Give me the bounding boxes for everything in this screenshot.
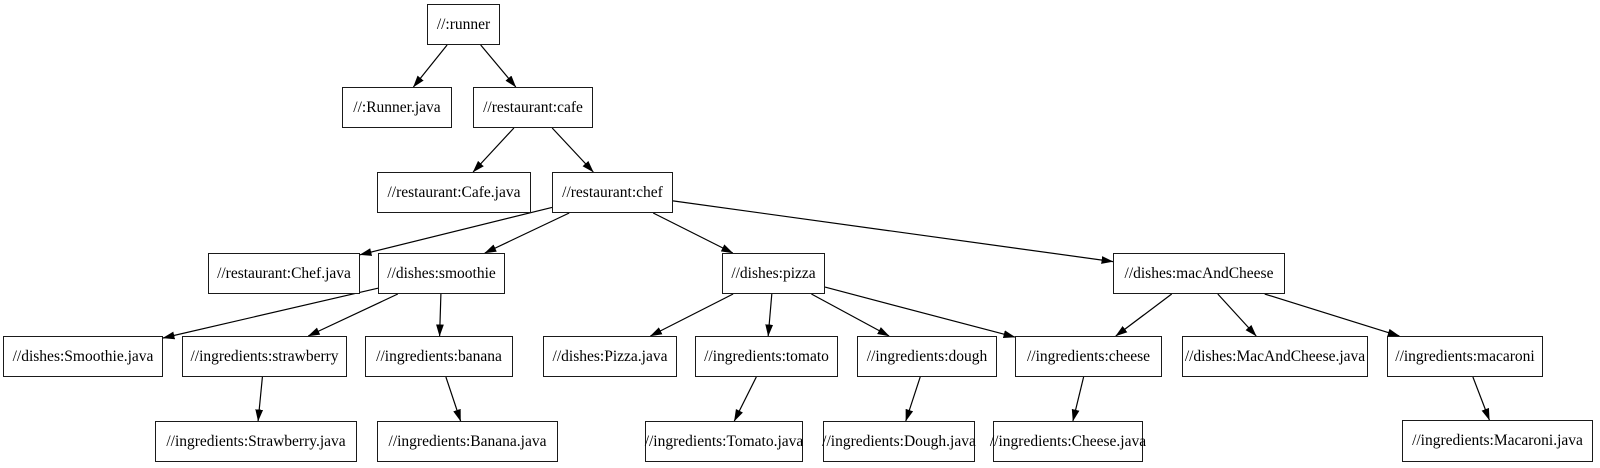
- edge-macaroni-to-macaroni_java: [1472, 376, 1490, 421]
- graph-node-tomato: //ingredients:tomato: [695, 336, 838, 377]
- graph-node-runner_java: //:Runner.java: [342, 87, 452, 128]
- graph-node-smoothie: //dishes:smoothie: [378, 253, 505, 294]
- edge-dough-to-dough_java: [905, 376, 921, 422]
- graph-node-label: //ingredients:Strawberry.java: [166, 432, 346, 450]
- edge-group: [162, 44, 1490, 422]
- graph-node-label: //ingredients:Dough.java: [822, 432, 976, 450]
- graph-node-strawberry_java: //ingredients:Strawberry.java: [155, 421, 357, 462]
- edge-pizza-to-cheese: [824, 286, 1016, 338]
- edge-smoothie-to-strawberry: [307, 293, 399, 337]
- graph-node-banana_java: //ingredients:Banana.java: [377, 421, 558, 462]
- graph-node-label: //:Runner.java: [353, 98, 441, 116]
- graph-node-label: //ingredients:macaroni: [1395, 347, 1535, 365]
- edge-chef-to-chef_java: [359, 206, 553, 256]
- edge-pizza-to-tomato: [765, 293, 774, 337]
- graph-node-strawberry: //ingredients:strawberry: [182, 336, 347, 377]
- edge-runner-to-runner_java: [412, 44, 448, 88]
- graph-node-label: //dishes:smoothie: [387, 264, 496, 282]
- graph-node-label: //ingredients:Cheese.java: [989, 432, 1147, 450]
- edge-banana-to-banana_java: [445, 376, 462, 422]
- graph-node-label: //restaurant:Chef.java: [217, 264, 351, 282]
- graph-node-macaroni_java: //ingredients:Macaroni.java: [1402, 420, 1593, 462]
- graph-node-label: //dishes:pizza: [731, 264, 816, 282]
- graph-node-cheese: //ingredients:cheese: [1015, 336, 1162, 377]
- graph-node-cafe: //restaurant:cafe: [473, 87, 593, 128]
- edge-mac_and_cheese-to-mac_and_cheese_java: [1217, 293, 1257, 337]
- edge-pizza-to-pizza_java: [649, 293, 734, 337]
- edge-mac_and_cheese-to-cheese: [1115, 293, 1173, 337]
- edge-tomato-to-tomato_java: [733, 376, 757, 422]
- graph-node-runner: //:runner: [427, 4, 500, 45]
- edge-smoothie-to-smoothie_java: [162, 287, 379, 340]
- graph-node-label: //ingredients:banana: [376, 347, 502, 365]
- graph-node-label: //restaurant:Cafe.java: [387, 183, 521, 201]
- edge-pizza-to-dough: [811, 293, 890, 337]
- graph-node-label: //dishes:macAndCheese: [1124, 264, 1274, 282]
- edge-cheese-to-cheese_java: [1071, 376, 1085, 422]
- edge-chef-to-pizza: [652, 212, 734, 254]
- edge-cafe-to-chef: [551, 127, 594, 173]
- graph-node-label: //ingredients:dough: [866, 347, 988, 365]
- graph-node-label: //ingredients:strawberry: [190, 347, 339, 365]
- graph-node-label: //ingredients:Macaroni.java: [1412, 432, 1583, 450]
- graph-node-dough: //ingredients:dough: [857, 336, 997, 377]
- edge-strawberry-to-strawberry_java: [255, 376, 264, 422]
- edge-smoothie-to-banana: [436, 293, 444, 337]
- graph-node-chef_java: //restaurant:Chef.java: [208, 253, 360, 294]
- graph-node-mac_and_cheese_java: //dishes:MacAndCheese.java: [1182, 336, 1368, 377]
- graph-node-label: //restaurant:chef: [562, 183, 663, 201]
- graph-node-mac_and_cheese: //dishes:macAndCheese: [1113, 253, 1285, 294]
- edge-cafe-to-cafe_java: [472, 127, 515, 173]
- graph-node-label: //ingredients:tomato: [704, 347, 829, 365]
- graph-node-label: //:runner: [436, 15, 491, 33]
- graph-node-label: //dishes:MacAndCheese.java: [1184, 347, 1366, 365]
- graph-node-label: //dishes:Pizza.java: [552, 347, 668, 365]
- graph-node-tomato_java: //ingredients:Tomato.java: [645, 421, 803, 462]
- graph-node-pizza: //dishes:pizza: [722, 253, 825, 294]
- graph-node-label: //ingredients:cheese: [1026, 347, 1151, 365]
- graph-node-banana: //ingredients:banana: [365, 336, 513, 377]
- graph-node-cheese_java: //ingredients:Cheese.java: [989, 421, 1147, 462]
- edge-mac_and_cheese-to-macaroni: [1264, 293, 1400, 337]
- graph-node-label: //dishes:Smoothie.java: [12, 347, 154, 365]
- graph-node-smoothie_java: //dishes:Smoothie.java: [3, 336, 163, 377]
- graph-node-label: //ingredients:Banana.java: [388, 432, 547, 450]
- graph-node-label: //restaurant:cafe: [483, 98, 583, 116]
- edge-chef-to-smoothie: [484, 212, 570, 254]
- graph-node-pizza_java: //dishes:Pizza.java: [543, 336, 677, 377]
- graph-node-dough_java: //ingredients:Dough.java: [822, 421, 976, 462]
- edge-runner-to-cafe: [480, 44, 517, 88]
- graph-node-cafe_java: //restaurant:Cafe.java: [377, 172, 531, 213]
- graph-node-chef: //restaurant:chef: [552, 172, 673, 213]
- edge-chef-to-mac_and_cheese: [672, 200, 1114, 264]
- graph-node-macaroni: //ingredients:macaroni: [1387, 336, 1543, 377]
- graph-node-label: //ingredients:Tomato.java: [644, 432, 804, 450]
